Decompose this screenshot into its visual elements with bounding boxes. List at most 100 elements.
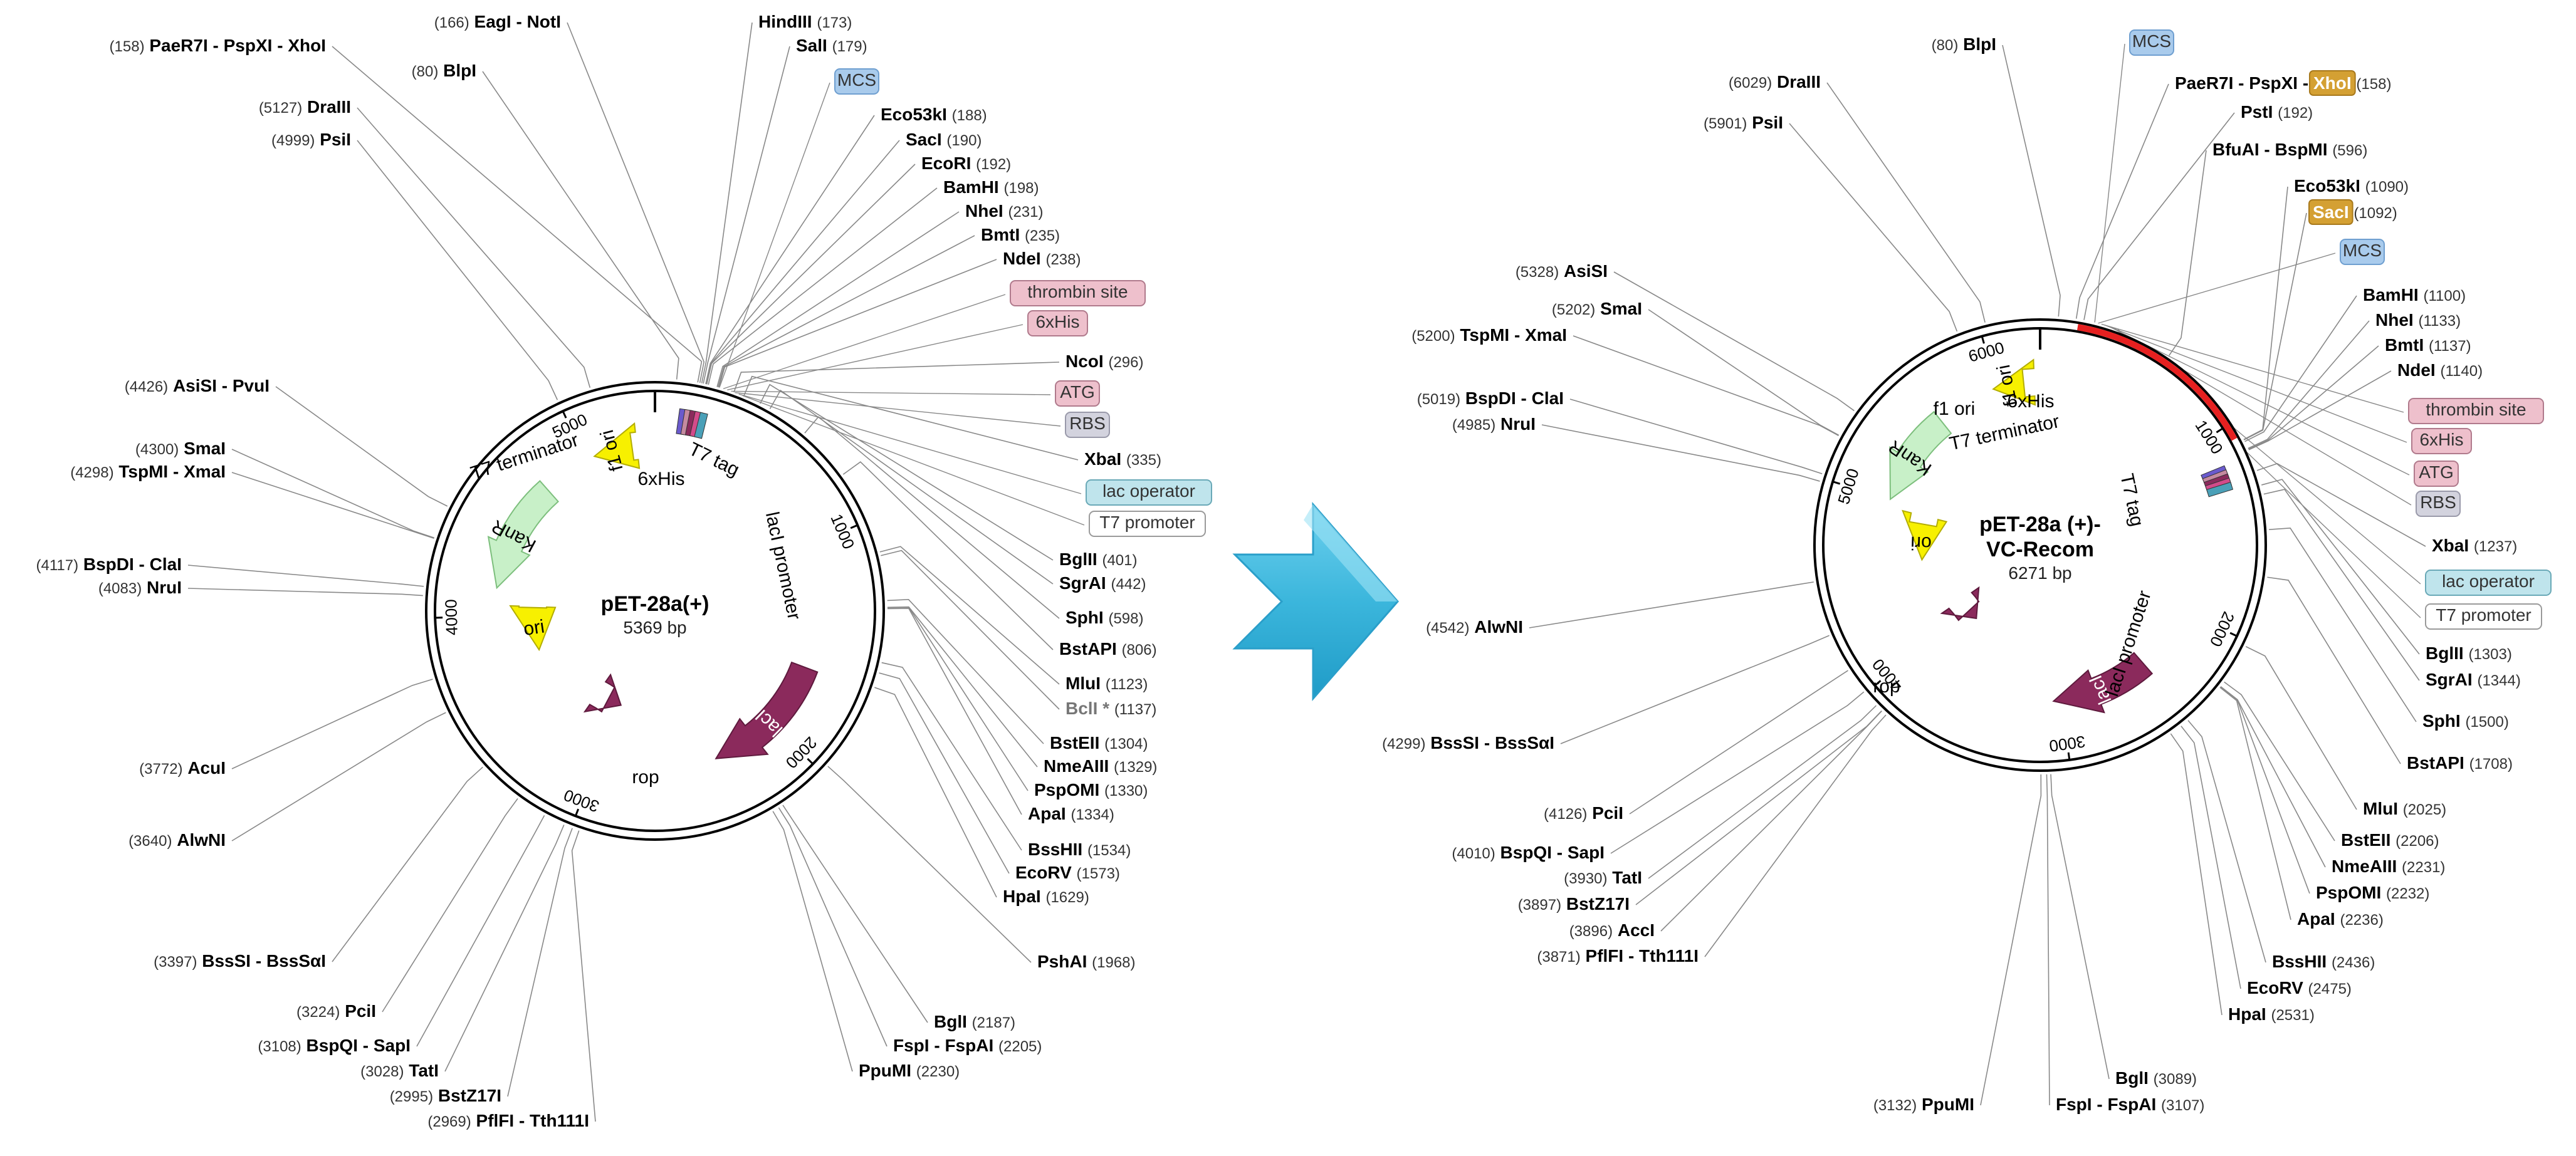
leader-line-mcs xyxy=(2095,44,2125,323)
site-label-bstz17i: (3897) BstZ17I xyxy=(1518,894,1630,914)
site-name: SgrAI xyxy=(2426,670,2473,689)
site-label-draiii: (5127) DraIII xyxy=(259,97,351,117)
site-label-bstz17i: (2995) BstZ17I xyxy=(390,1086,501,1105)
site-position: (4985) xyxy=(1452,417,1495,434)
site-label-bstapi: BstAPI (1708) xyxy=(2407,753,2513,773)
leader-line-mlui xyxy=(880,546,1059,684)
site-name: BstZ17I xyxy=(438,1086,501,1105)
site-position: (179) xyxy=(832,38,867,55)
site-name: PshAI xyxy=(1037,952,1087,971)
site-position: (2206) xyxy=(2395,833,2439,850)
site-name: FspI - FspAI xyxy=(2056,1095,2156,1114)
site-position: (1100) xyxy=(2423,288,2466,305)
site-name: BmtI xyxy=(981,225,1020,244)
site-label-sphi: SphI (1500) xyxy=(2422,711,2509,731)
tag-label-atg: ATG xyxy=(1060,382,1094,402)
leader-line-eco53ki xyxy=(2244,187,2288,439)
site-name: BssHII xyxy=(2272,952,2327,971)
leader-line-saci xyxy=(706,140,899,384)
site-position: (442) xyxy=(1111,576,1146,593)
leader-line-acui xyxy=(232,679,432,769)
site-name: FspI - FspAI xyxy=(893,1036,993,1055)
leader-line-bsssi-bsss-i xyxy=(332,767,483,962)
site-label-tati: (3028) TatI xyxy=(360,1061,439,1080)
leader-line-smai xyxy=(232,449,434,538)
site-name: PsiI xyxy=(320,130,351,149)
site-label-tspmi-xmai: (4298) TspMI - XmaI xyxy=(70,462,226,481)
site-label-alwni: (3640) AlwNI xyxy=(128,830,226,850)
leader-line-psii xyxy=(1789,123,1957,331)
site-name: Eco53kI xyxy=(881,105,947,124)
inner-label-6xhis: 6xHis xyxy=(2007,391,2054,412)
leader-line-eco53ki xyxy=(706,115,874,384)
tag-label-6xhis: 6xHis xyxy=(1035,312,1079,331)
tag-label-rbs: RBS xyxy=(2420,492,2456,512)
site-label-pcii: (3224) PciI xyxy=(296,1001,376,1021)
site-label-nrui: (4985) NruI xyxy=(1452,414,1536,434)
leader-line-asisi xyxy=(1614,272,1854,411)
site-name: BstAPI xyxy=(2407,753,2464,773)
site-position: (2187) xyxy=(972,1014,1015,1031)
plasmid-size: 6271 bp xyxy=(2008,563,2071,583)
site-position: (4299) xyxy=(1382,736,1425,752)
leader-line-ppumi xyxy=(1981,774,2041,1105)
site-label-bglii: BglII (1303) xyxy=(2426,643,2512,663)
site-name: PciI xyxy=(1592,803,1623,823)
tag-label-atg: ATG xyxy=(2419,462,2453,482)
site-name: TatI xyxy=(1612,868,1642,887)
leader-line-blpi xyxy=(2003,45,2060,316)
leader-line-bmti xyxy=(2248,346,2379,449)
feature-label-ori: ori xyxy=(522,616,546,640)
site-label-mlui: MluI (1123) xyxy=(1065,674,1148,693)
site-position: (235) xyxy=(1025,227,1060,244)
plasmid-name: pET-28a (+)- xyxy=(1979,513,2101,536)
leader-line-bspdi-clai xyxy=(1570,399,1822,474)
leader-line-pflfi-tth111i xyxy=(1705,715,1886,957)
tag-label-lac-operator: lac operator xyxy=(2442,571,2535,591)
leader-line-acci xyxy=(1661,711,1882,931)
site-position: (2995) xyxy=(390,1088,433,1105)
leader-line-mcs xyxy=(2098,253,2335,323)
site-label-bamhi: BamHI (198) xyxy=(943,177,1039,197)
site-position: (188) xyxy=(952,107,987,124)
site-label-ppumi: (3132) PpuMI xyxy=(1873,1095,1974,1114)
site-label-bmti: BmtI (235) xyxy=(981,225,1060,244)
site-position: (596) xyxy=(2332,142,2367,159)
site-label-ppumi: PpuMI (2230) xyxy=(859,1061,960,1080)
site-label-ecorv: EcoRV (2475) xyxy=(2247,978,2352,997)
site-position: (3930) xyxy=(1564,870,1607,887)
site-label-eagi-noti: (166) EagI - NotI xyxy=(434,12,561,31)
site-name: PstI xyxy=(2241,102,2273,122)
site-position: (80) xyxy=(1932,37,1959,54)
site-name: PciI xyxy=(345,1001,376,1021)
site-name: BssSI - BssSαI xyxy=(202,951,326,971)
leader-line-bstz17i xyxy=(508,828,572,1096)
site-position: (166) xyxy=(434,14,469,31)
site-label-eco53ki: Eco53kI (188) xyxy=(881,105,987,124)
site-position: (598) xyxy=(1108,610,1143,627)
site-label-bglii: BglII (401) xyxy=(1059,549,1137,569)
site-position: (3107) xyxy=(2161,1097,2204,1114)
leader-line-apai xyxy=(887,608,1022,815)
leader-line-bmti xyxy=(718,236,975,387)
leader-line-pshai xyxy=(828,766,1031,962)
site-name: PspOMI xyxy=(2316,883,2381,902)
site-position: (3132) xyxy=(1873,1097,1917,1114)
site-name: NmeAIII xyxy=(1044,756,1109,776)
leader-line-ncoi xyxy=(734,362,1059,392)
site-position: (1329) xyxy=(1114,759,1157,776)
site-name: AlwNI xyxy=(177,830,226,850)
site-label-nmeaiii: NmeAIII (1329) xyxy=(1044,756,1157,776)
leader-line-paer7i-pspxi-xhoi xyxy=(2076,84,2169,319)
site-name: BstZ17I xyxy=(1566,894,1630,914)
leader-line-bglii xyxy=(2261,479,2419,654)
site-label-ndei: NdeI (1140) xyxy=(2397,360,2483,380)
site-position: (2025) xyxy=(2403,801,2446,818)
site-label-acci: (3896) AccI xyxy=(1569,920,1655,940)
site-position: (1344) xyxy=(2477,672,2520,689)
site-position: (5901) xyxy=(1704,115,1747,132)
leader-line-bsshii xyxy=(2188,721,2266,962)
site-label-bsssi-bsss-i: (3397) BssSI - BssSαI xyxy=(154,951,326,971)
plasmid-size: 5369 bp xyxy=(623,618,686,637)
